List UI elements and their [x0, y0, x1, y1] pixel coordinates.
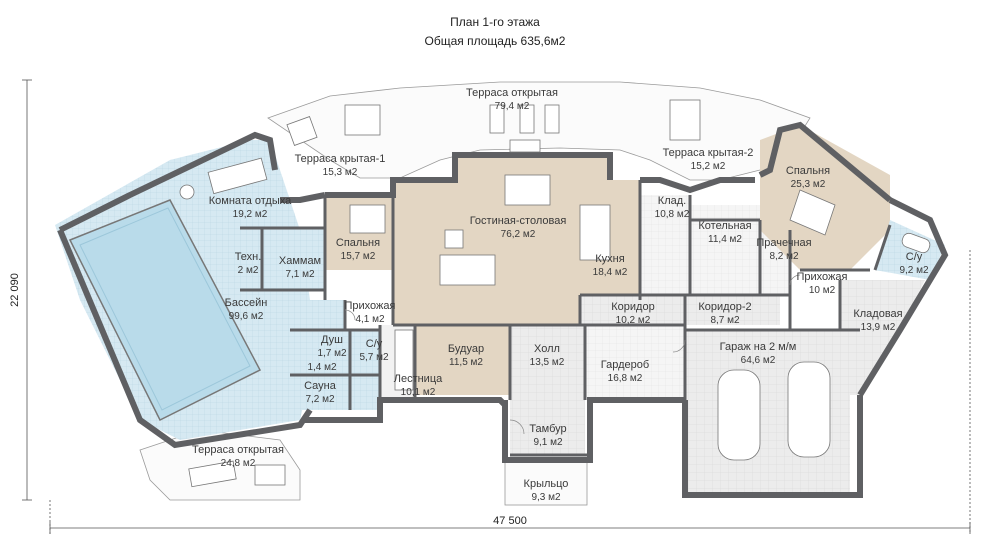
room-area-tech: 2 м2 [238, 265, 259, 276]
room-name-rest-room: Комната отдыха [209, 195, 292, 207]
room-area-pantry: 13,9 м2 [861, 322, 896, 333]
room-area-rest-room: 19,2 м2 [233, 209, 268, 220]
room-area-terrace-open-top: 79,4 м2 [495, 101, 530, 112]
room-name-pantry: Кладовая [853, 308, 902, 320]
room-area-laundry: 8,2 м2 [769, 251, 799, 262]
room-name-terrace-open-bottom: Терраса открытая [192, 444, 284, 456]
dimension-width: 47 500 [493, 515, 527, 527]
room-name-bedroom-left: Спальня [336, 237, 380, 249]
room-area-living: 76,2 м2 [501, 229, 536, 240]
room-name-tech: Техн. [235, 251, 262, 263]
room-area-wc-left: 5,7 м2 [359, 352, 389, 363]
room-name-living: Гостиная-столовая [470, 215, 567, 227]
room-name-corridor: Коридор [611, 301, 654, 313]
room-name-laundry: Прачечная [756, 237, 811, 249]
room-area-terrace-open-bottom: 24,8 м2 [221, 458, 256, 469]
room-name-corridor2: Коридор-2 [698, 301, 751, 313]
room-area-boiler: 11,4 м2 [708, 234, 742, 245]
room-area-boudoir: 11,5 м2 [449, 357, 483, 368]
room-name-hall-left: Прихожая [345, 300, 396, 312]
room-area-hall-right: 10 м2 [809, 285, 836, 296]
room-area-shower: 1,7 м2 [317, 348, 347, 359]
room-name-garage: Гараж на 2 м/м [720, 341, 797, 353]
room-area-small-room: 1,4 м2 [307, 362, 337, 373]
room-name-terrace-cov1: Терраса крытая-1 [295, 153, 386, 165]
room-name-porch: Крыльцо [524, 478, 569, 490]
room-name-terrace-open-top: Терраса открытая [466, 87, 558, 99]
room-name-vestibule: Тамбур [529, 423, 566, 435]
room-name-stairs: Лестница [394, 373, 443, 385]
dimension-height: 22 090 [9, 273, 21, 307]
door-swings [344, 274, 801, 435]
room-labels: Терраса открытая 79,4 м2 Терраса крытая-1 1… [192, 87, 929, 503]
room-name-hammam: Хаммам [279, 255, 321, 267]
room-name-wc-right: С/у [906, 251, 923, 263]
inner-walls [240, 180, 892, 457]
room-area-bedroom-right: 25,3 м2 [791, 179, 826, 190]
room-area-hammam: 7,1 м2 [285, 269, 315, 280]
room-area-hall-left: 4,1 м2 [355, 314, 385, 325]
room-name-bedroom-right: Спальня [786, 165, 830, 177]
plan-total-area: Общая площадь 635,6м2 [425, 34, 566, 48]
room-area-terrace-cov2: 15,2 м2 [691, 161, 726, 172]
room-name-sauna: Сауна [304, 380, 337, 392]
room-name-terrace-cov2: Терраса крытая-2 [663, 147, 754, 159]
room-name-foyer: Холл [534, 343, 560, 355]
room-area-foyer: 13,5 м2 [530, 357, 565, 368]
room-name-boiler: Котельная [698, 220, 751, 232]
room-area-porch: 9,3 м2 [531, 492, 561, 503]
furniture [179, 99, 931, 488]
room-area-wardrobe: 16,8 м2 [608, 373, 643, 384]
room-area-corridor2: 8,7 м2 [710, 315, 740, 326]
room-name-pool: Бассейн [225, 297, 268, 309]
room-area-vestibule: 9,1 м2 [533, 437, 563, 448]
room-area-storage-small: 10,8 м2 [655, 209, 690, 220]
room-name-wc-left: С/у [366, 338, 383, 350]
room-name-kitchen: Кухня [595, 253, 624, 265]
room-area-garage: 64,6 м2 [741, 355, 776, 366]
pool-basin [68, 199, 262, 422]
room-area-pool: 99,6 м2 [229, 311, 264, 322]
room-name-storage-small: Клад. [658, 195, 686, 207]
room-area-sauna: 7,2 м2 [305, 394, 335, 405]
room-name-boudoir: Будуар [448, 343, 484, 355]
dimension-lines [22, 79, 971, 534]
room-name-shower: Душ [321, 334, 343, 346]
plan-title: План 1-го этажа [450, 15, 540, 29]
room-area-stairs: 10,1 м2 [401, 387, 436, 398]
room-area-wc-right: 9,2 м2 [899, 265, 929, 276]
room-area-terrace-cov1: 15,3 м2 [323, 167, 358, 178]
room-area-corridor: 10,2 м2 [616, 315, 651, 326]
room-area-kitchen: 18,4 м2 [593, 267, 628, 278]
room-name-hall-right: Прихожая [797, 271, 848, 283]
room-name-wardrobe: Гардероб [601, 359, 649, 371]
room-area-bedroom-left: 15,7 м2 [341, 251, 376, 262]
